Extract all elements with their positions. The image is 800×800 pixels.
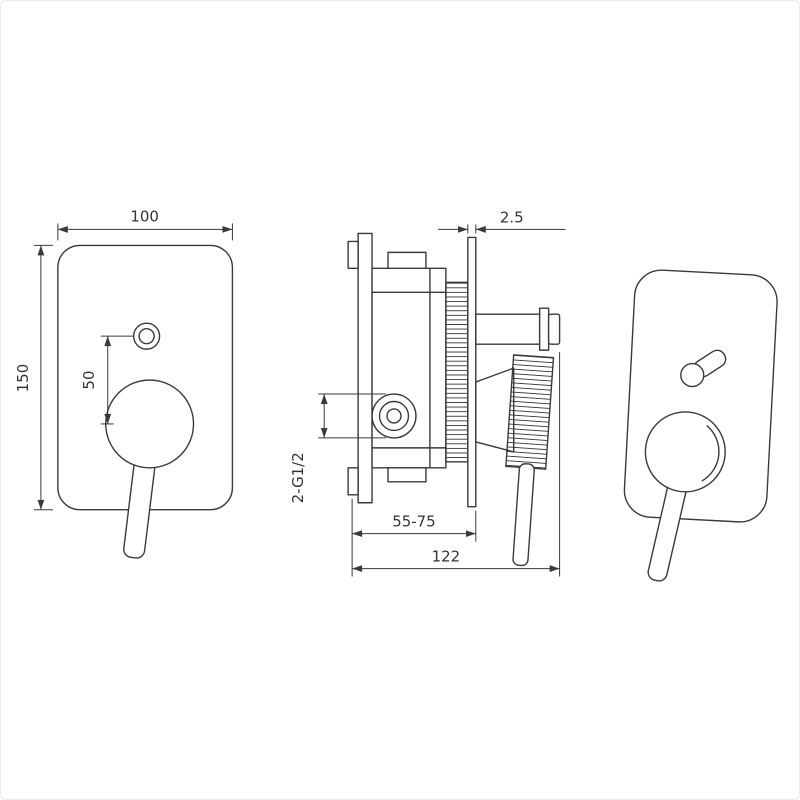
dim-label-total-depth: 122: [432, 548, 461, 566]
valve-body-bottom-step: [387, 467, 427, 483]
perspective-handle-base: [644, 411, 726, 493]
diverter-stem: [475, 313, 541, 345]
dim-label-handle-offset: 50: [80, 371, 98, 390]
knurled-grip-body: [505, 354, 555, 470]
dim-label-depth-range: 55-75: [392, 513, 435, 531]
front-dimensions: 100 150 50: [14, 207, 233, 511]
front-handle-base: [105, 379, 195, 469]
perspective-handle-edge-arc: [701, 425, 720, 482]
dim-label-plate-thickness: 2.5: [500, 208, 524, 226]
side-dimensions: 2.5 2-G1/2 55-75 122: [289, 208, 566, 577]
dim-label-front-height: 150: [14, 364, 32, 393]
front-diverter-button-inner: [138, 327, 155, 345]
dim-label-inlet-thread: 2-G1/2: [289, 452, 307, 503]
diverter-knob-collar: [538, 307, 550, 351]
threaded-section: [445, 281, 469, 463]
perspective-diverter-button: [680, 362, 705, 388]
side-lever-rod: [512, 463, 535, 567]
side-view: [347, 232, 561, 567]
side-wall-plate: [467, 236, 477, 508]
perspective-plate: [623, 269, 778, 523]
mounting-tab-bottom: [347, 467, 359, 496]
mounting-rail: [357, 232, 373, 504]
mounting-tab-top: [347, 240, 359, 270]
inlet-port-inner: [386, 408, 402, 424]
knurled-grip: [505, 354, 555, 470]
diverter-knob-tip: [547, 313, 561, 345]
valve-body-top-step: [387, 251, 427, 270]
perspective-view: [623, 269, 778, 582]
dim-label-front-width: 100: [130, 207, 159, 225]
front-view: [57, 244, 234, 559]
